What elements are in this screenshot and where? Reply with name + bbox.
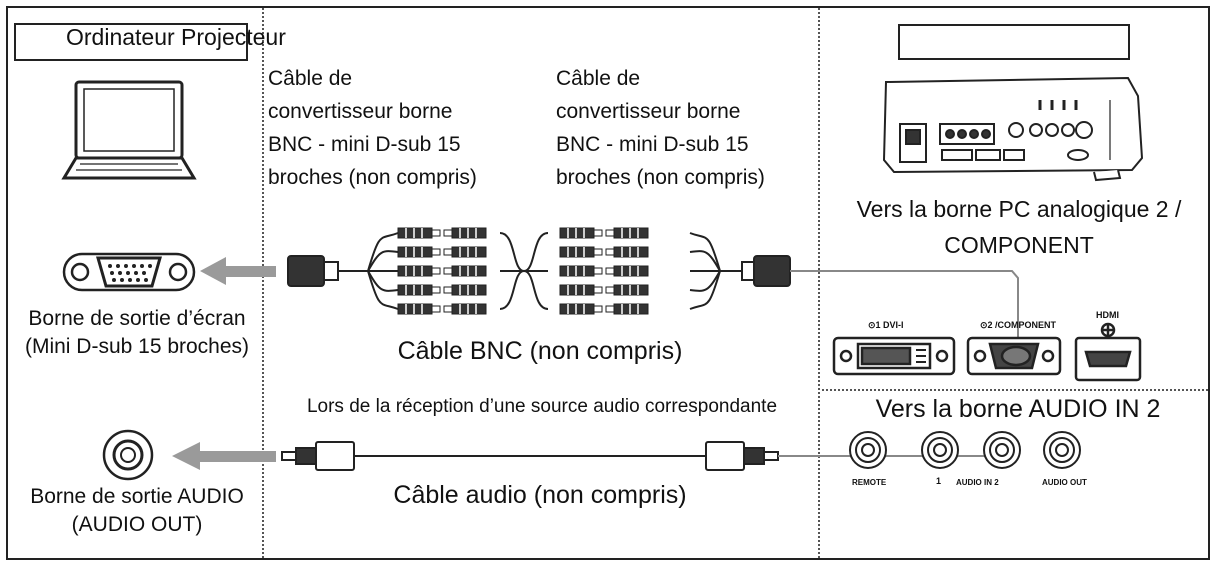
bnc-plug-icon (559, 246, 603, 258)
dsub-output-port-icon (62, 252, 196, 292)
jack-1-label: 1 (936, 476, 942, 486)
component-port-icon (966, 336, 1062, 376)
bnc-cable-assembly-icon (287, 232, 791, 310)
pc-terminal-label-line2: COMPONENT (944, 232, 1094, 258)
bnc-plug-icon (397, 227, 441, 239)
computer-title: Ordinateur Projecteur (66, 24, 286, 50)
bnc-plug-icon (397, 284, 441, 296)
divider-horizontal (822, 389, 1208, 391)
audio-out-jack-icon (1043, 431, 1081, 469)
audio-cable-icon (281, 441, 779, 471)
bnc-plug-icon (605, 265, 649, 277)
converter-cable-label-2: Câble de convertisseur borne BNC - mini … (556, 62, 765, 194)
audio-in-1-jack-icon (921, 431, 959, 469)
bnc-plug-icon (559, 227, 603, 239)
audio-note: Lors de la réception d’une source audio … (306, 396, 778, 417)
converter-cable-2-line: Câble de (556, 67, 641, 90)
converter-cable-label-1: Câble de convertisseur borne BNC - mini … (268, 62, 477, 194)
remote-jack-icon (849, 431, 887, 469)
vga-connection-line (790, 270, 1019, 356)
hdmi-port-icon (1074, 322, 1142, 382)
divider-left (262, 8, 264, 558)
audio-output-label-line2: (AUDIO OUT) (71, 513, 203, 536)
dvi-port-icon (832, 336, 956, 376)
audio-in-2-jack-icon (983, 431, 1021, 469)
bnc-plug-icon (397, 303, 441, 315)
converter-cable-1-line: Câble de (268, 67, 353, 90)
screen-output-label-line2: (Mini D-sub 15 broches) (24, 335, 250, 358)
bnc-plug-icon (397, 265, 441, 277)
bnc-plug-icon (559, 265, 603, 277)
converter-cable-2-line: convertisseur borne (556, 100, 741, 123)
bnc-plug-icon (559, 303, 603, 315)
bnc-plug-icon (605, 303, 649, 315)
converter-cable-1-line: BNC - mini D-sub 15 (268, 133, 461, 156)
bnc-plug-icon (443, 227, 487, 239)
bnc-plug-icon (443, 246, 487, 258)
bnc-plug-icon (559, 284, 603, 296)
audio-in-label: Vers la borne AUDIO IN 2 (875, 395, 1161, 423)
laptop-icon (61, 80, 197, 180)
converter-cable-1-line: broches (non compris) (268, 166, 477, 189)
port-hdmi-label: HDMI (1096, 310, 1119, 320)
bnc-plug-icon (605, 284, 649, 296)
screen-output-label-line1: Borne de sortie d’écran (28, 307, 246, 330)
bnc-plug-icon (443, 284, 487, 296)
converter-cable-2-line: BNC - mini D-sub 15 (556, 133, 749, 156)
converter-cable-1-line: convertisseur borne (268, 100, 453, 123)
pc-terminal-label-line1: Vers la borne PC analogique 2 / (856, 196, 1182, 222)
diagram-frame (6, 6, 1210, 560)
jack-audio-in-2-label: AUDIO IN 2 (956, 478, 999, 487)
jack-audio-out-label: AUDIO OUT (1042, 478, 1087, 487)
audio-output-jack-icon (102, 429, 154, 481)
video-arrow-icon (200, 257, 276, 285)
bnc-cable-label: Câble BNC (non compris) (397, 337, 683, 365)
port-dvi-label: ⊙1 DVI-I (868, 320, 904, 330)
divider-right (818, 8, 820, 558)
audio-arrow-icon (172, 442, 276, 470)
converter-cable-2-line: broches (non compris) (556, 166, 765, 189)
audio-output-label-line1: Borne de sortie AUDIO (30, 485, 244, 508)
bnc-plug-icon (443, 265, 487, 277)
computer-header-box (14, 23, 248, 61)
bnc-plug-icon (443, 303, 487, 315)
bnc-plug-icon (605, 246, 649, 258)
projector-icon (882, 76, 1144, 182)
audio-cable-label: Câble audio (non compris) (393, 481, 687, 509)
port-component-label: ⊙2 /COMPONENT (980, 320, 1057, 330)
jack-remote-label: REMOTE (852, 478, 887, 487)
projector-header-box (898, 24, 1130, 60)
bnc-plug-icon (397, 246, 441, 258)
bnc-plug-icon (605, 227, 649, 239)
